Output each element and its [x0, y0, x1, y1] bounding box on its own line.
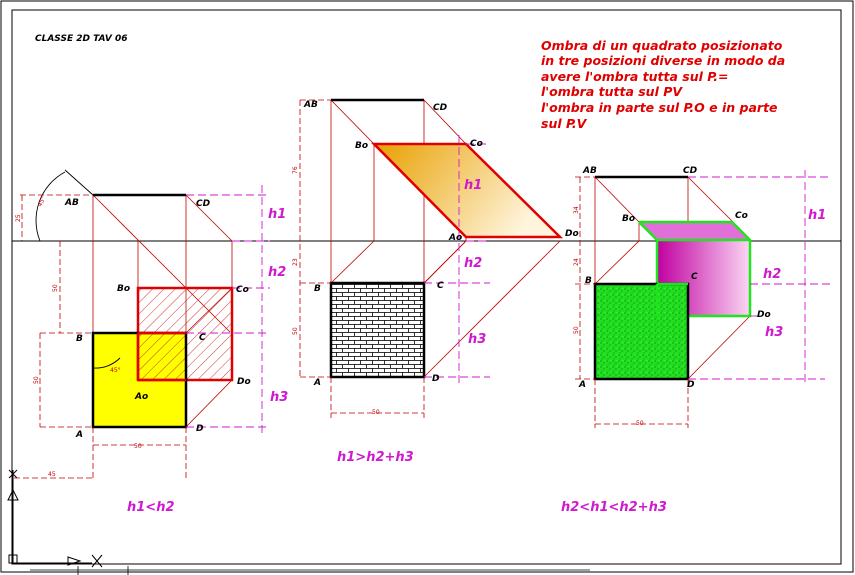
figure-2: 76 23 50 50 AB CD Bo Co Ao Do B C A D h1… — [292, 98, 579, 465]
label-h3: h3 — [765, 325, 783, 340]
label-h1: h1 — [464, 178, 482, 193]
label-Do: Do — [757, 310, 771, 320]
label-Do: Do — [565, 229, 579, 239]
dim-angle-45-bottom: 45° — [110, 367, 121, 374]
label-A: A — [75, 430, 83, 440]
label-C: C — [691, 272, 698, 282]
description-line-1: Ombra di un quadrato posizionato — [541, 38, 783, 53]
label-CD: CD — [196, 199, 211, 209]
label-h1: h1 — [268, 207, 286, 222]
description-line-5: l'ombra in parte sul P.O e in parte — [541, 100, 778, 115]
label-C: C — [199, 333, 206, 343]
label-C: C — [437, 281, 444, 291]
dim-50-vertical: 50 — [52, 284, 59, 292]
label-CD: CD — [683, 166, 698, 176]
label-Bo: Bo — [622, 214, 635, 224]
label-Co: Co — [470, 139, 483, 149]
dim-23: 23 — [292, 258, 299, 266]
label-Ao: Ao — [448, 233, 462, 243]
label-Bo: Bo — [117, 284, 130, 294]
dim-24: 24 — [573, 258, 580, 266]
description-line-4: l'ombra tutta sul PV — [541, 84, 683, 99]
label-AB: AB — [303, 100, 318, 110]
label-AB: AB — [64, 198, 79, 208]
label-D: D — [687, 380, 695, 390]
dim-50-left: 50 — [33, 376, 40, 384]
dim-50-vertical: 50 — [292, 327, 299, 335]
label-Co: Co — [735, 211, 748, 221]
label-AB: AB — [582, 166, 597, 176]
label-h1: h1 — [808, 208, 826, 223]
label-Bo: Bo — [355, 141, 368, 151]
dim-25: 25 — [15, 214, 22, 222]
label-A: A — [578, 380, 586, 390]
dim-50-horizontal: 50 — [134, 443, 142, 450]
ucs-icon — [7, 469, 103, 568]
condition-1: h1<h2 — [127, 500, 175, 515]
description-line-2: in tre posizioni diverse in modo da — [541, 53, 785, 68]
dim-50-horizontal: 50 — [636, 420, 644, 427]
condition-3: h2<h1<h2+h3 — [561, 500, 667, 515]
label-A: A — [313, 378, 321, 388]
description-block: Ombra di un quadrato posizionato in tre … — [541, 38, 785, 131]
description-line-3: avere l'ombra tutta sul P.= — [541, 69, 728, 84]
dim-45: 45 — [48, 471, 56, 478]
dim-50-vertical: 50 — [573, 326, 580, 334]
label-Ao: Ao — [134, 392, 148, 402]
label-B: B — [585, 276, 592, 286]
label-h3: h3 — [270, 390, 288, 405]
condition-2: h1>h2+h3 — [337, 450, 414, 465]
dim-34: 34 — [573, 206, 580, 214]
figure-1: 25 45° 50 50 45° 50 45 AB CD Bo Co B C A… — [14, 169, 288, 515]
label-D: D — [196, 424, 204, 434]
label-h3: h3 — [468, 332, 486, 347]
figure-3: 34 24 50 50 AB CD Bo Co B C Do A D h1 h2… — [561, 166, 830, 515]
label-h2: h2 — [464, 256, 482, 271]
dim-50-horizontal: 50 — [372, 409, 380, 416]
sheet-title: CLASSE 2D TAV 06 — [35, 34, 128, 44]
label-CD: CD — [433, 103, 448, 113]
inner-frame — [11, 9, 842, 565]
dim-76: 76 — [292, 166, 299, 174]
dim-angle-45: 45° — [36, 195, 47, 208]
label-h2: h2 — [763, 267, 781, 282]
label-h2: h2 — [268, 265, 286, 280]
description-line-6: sul P.V — [541, 116, 588, 131]
label-Co: Co — [236, 285, 249, 295]
label-B: B — [76, 334, 83, 344]
label-B: B — [314, 284, 321, 294]
label-D: D — [432, 374, 440, 384]
label-Do: Do — [237, 377, 251, 387]
